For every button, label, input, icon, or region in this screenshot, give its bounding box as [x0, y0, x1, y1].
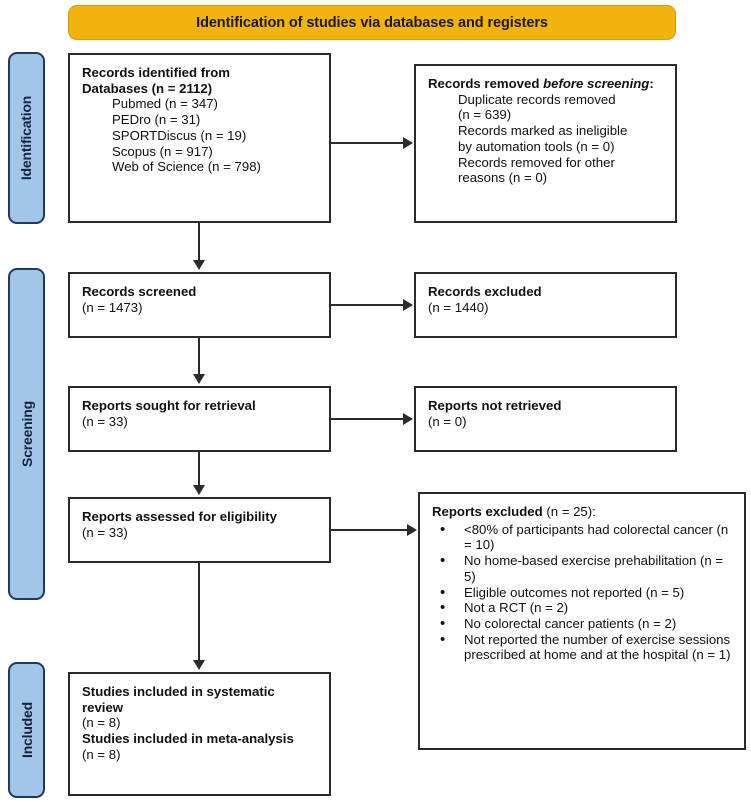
stage-label-included: Included	[18, 702, 35, 758]
records-removed-heading-c: :	[649, 76, 654, 91]
records-removed-line-3: Records marked as ineligible	[458, 123, 628, 139]
reports-assessed-title: Reports assessed for eligibility	[82, 509, 277, 524]
arrowhead-assessed-to-reports-excluded	[407, 524, 417, 536]
studies-included-systematic-review-count: (n = 8)	[82, 715, 121, 731]
stage-pill-included: Included	[8, 662, 45, 798]
connector-screened-to-sought	[198, 338, 200, 376]
box-records-removed-before-screening: Records removed before screening: Duplic…	[414, 64, 677, 223]
studies-included-systematic-review-title: Studies included in systematic review	[82, 684, 275, 715]
database-source-pubmed: Pubmed (n = 347)	[112, 96, 218, 112]
database-source-scopus: Scopus (n = 917)	[112, 143, 213, 159]
records-removed-heading-b: before screening	[543, 76, 650, 91]
box-reports-not-retrieved: Reports not retrieved (n = 0)	[414, 386, 677, 452]
reports-not-retrieved-count: (n = 0)	[428, 413, 467, 429]
records-identified-heading-line2: Databases (n = 2112)	[82, 80, 213, 96]
connector-assessed-to-reports-excluded	[331, 529, 407, 531]
records-removed-line-4: by automation tools (n = 0)	[458, 138, 615, 154]
reports-excluded-reason-list: <80% of participants had colorectal canc…	[432, 521, 734, 663]
connector-sought-to-assessed	[198, 452, 200, 487]
stage-label-identification: Identification	[18, 95, 35, 181]
list-item: Eligible outcomes not reported (n = 5)	[432, 584, 734, 602]
reports-sought-title: Reports sought for retrieval	[82, 398, 256, 413]
arrowhead-screened-to-sought	[193, 374, 205, 384]
records-removed-line-6: reasons (n = 0)	[458, 170, 548, 186]
records-screened-title: Records screened	[82, 284, 197, 299]
header-banner: Identification of studies via databases …	[68, 5, 676, 40]
records-removed-heading-a: Records removed	[428, 76, 544, 91]
records-removed-line-5: Records removed for other	[458, 154, 615, 170]
box-reports-sought-for-retrieval: Reports sought for retrieval (n = 33)	[68, 386, 331, 452]
arrowhead-sought-to-assessed	[193, 485, 205, 495]
studies-included-meta-analysis-count: (n = 8)	[82, 746, 121, 762]
connector-screened-to-excluded	[331, 304, 403, 306]
reports-not-retrieved-title: Reports not retrieved	[428, 398, 562, 413]
header-banner-title: Identification of studies via databases …	[196, 14, 548, 31]
box-records-screened: Records screened (n = 1473)	[68, 272, 331, 338]
box-reports-assessed-for-eligibility: Reports assessed for eligibility (n = 33…	[68, 497, 331, 563]
arrowhead-identified-to-removed	[403, 137, 413, 149]
arrowhead-identified-to-screened	[193, 260, 205, 270]
arrowhead-screened-to-excluded	[403, 299, 413, 311]
records-excluded-title: Records excluded	[428, 284, 542, 299]
records-removed-heading: Records removed before screening:	[428, 76, 665, 92]
records-excluded-count: (n = 1440)	[428, 299, 489, 315]
box-records-identified: Records identified from Databases (n = 2…	[68, 53, 331, 223]
stage-pill-identification: Identification	[8, 52, 45, 224]
box-reports-excluded-reasons: Reports excluded (n = 25): <80% of parti…	[418, 492, 746, 750]
records-identified-heading-line1: Records identified from	[82, 65, 231, 80]
arrowhead-sought-to-not-retrieved	[403, 413, 413, 425]
box-records-excluded: Records excluded (n = 1440)	[414, 272, 677, 338]
studies-included-meta-analysis-title: Studies included in meta-analysis	[82, 731, 294, 747]
reports-excluded-count: (n = 25):	[542, 504, 596, 519]
list-item: Not reported the number of exercise sess…	[432, 631, 734, 663]
records-removed-line-2: (n = 639)	[458, 107, 512, 123]
list-item: Not a RCT (n = 2)	[432, 599, 734, 617]
database-source-web-of-science: Web of Science (n = 798)	[112, 159, 261, 175]
reports-assessed-count: (n = 33)	[82, 524, 128, 540]
reports-sought-count: (n = 33)	[82, 413, 128, 429]
connector-assessed-to-included	[198, 563, 200, 662]
box-studies-included: Studies included in systematic review (n…	[68, 672, 331, 796]
reports-excluded-title: Reports excluded	[432, 504, 543, 519]
connector-sought-to-not-retrieved	[331, 418, 403, 420]
stage-pill-screening: Screening	[8, 268, 45, 600]
stage-label-screening: Screening	[18, 401, 35, 467]
arrowhead-assessed-to-included	[193, 660, 205, 670]
list-item: <80% of participants had colorectal canc…	[432, 521, 734, 553]
connector-identified-to-removed	[331, 142, 403, 144]
reports-excluded-heading: Reports excluded (n = 25):	[432, 504, 734, 520]
list-item: No home-based exercise prehabilitation (…	[432, 552, 734, 584]
database-source-sportdiscus: SPORTDiscus (n = 19)	[112, 127, 247, 143]
connector-identified-to-screened	[198, 223, 200, 262]
database-source-pedro: PEDro (n = 31)	[112, 112, 201, 128]
list-item: No colorectal cancer patients (n = 2)	[432, 615, 734, 633]
records-removed-line-1: Duplicate records removed	[458, 91, 616, 107]
records-screened-count: (n = 1473)	[82, 299, 143, 315]
